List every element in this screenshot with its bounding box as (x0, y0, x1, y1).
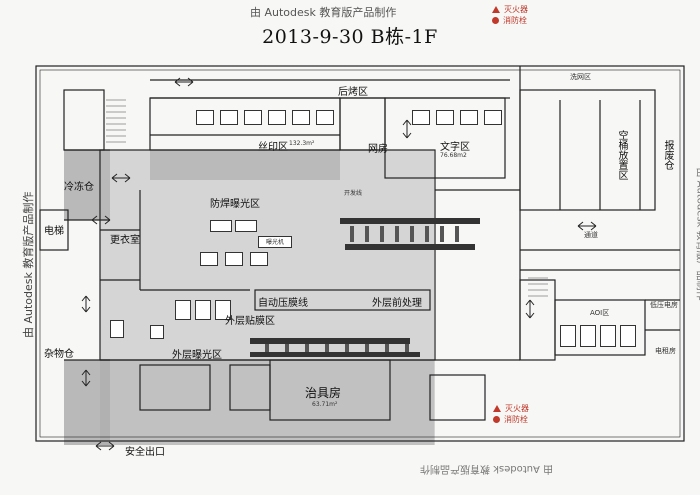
zone-sundry: 杂物仓 (44, 349, 74, 360)
zone-dev-line: 开发线 (344, 190, 363, 197)
zone-auto-laminate: 自动压膜线 (258, 298, 308, 309)
silk-machine-3 (244, 110, 262, 125)
zone-silk-area: 132.3m² (289, 140, 315, 147)
text-machine-4 (484, 110, 502, 125)
zone-changing-room: 更衣室 (110, 235, 140, 246)
watermark-top: 由 Autodesk 教育版产品制作 (250, 6, 397, 19)
zone-wash-net: 洗网区 (570, 73, 591, 81)
zone-elevator: 电梯 (44, 226, 64, 237)
zone-bake: 后烤区 (338, 87, 368, 98)
outer-exposure-machine-2 (110, 320, 124, 338)
zone-scrap: 报废仓 (662, 140, 673, 170)
zone-outer-film: 外层贴膜区 (225, 316, 275, 327)
production-zone-shade (100, 150, 434, 445)
text-machine-3 (460, 110, 478, 125)
zone-freezer: 冷冻仓 (64, 182, 94, 193)
text-machine-2 (436, 110, 454, 125)
zone-text-area: 76.68m2 (440, 152, 467, 159)
bottom-strip-shade (100, 360, 435, 445)
zone-power-room: 电租房 (655, 347, 676, 355)
zone-jig-room: 治具房 (305, 386, 342, 400)
zone-safety-exit: 安全出口 (125, 447, 165, 458)
silk-machine-1 (196, 110, 214, 125)
solder-exposure-machine-5 (250, 252, 268, 266)
fire-extinguisher-icon (492, 6, 500, 13)
solder-exposure-machine-4 (225, 252, 243, 266)
hydrant-icon (493, 416, 500, 423)
zone-jig-area: 63.71m² (312, 401, 338, 408)
fire-extinguisher-icon (493, 405, 501, 412)
legend-top: 灭火器 消防栓 (492, 4, 528, 26)
film-machine-2 (195, 300, 211, 320)
legend-hydrant-label: 消防栓 (504, 415, 528, 424)
aoi-machine-3 (600, 325, 616, 347)
aoi-machine-1 (560, 325, 576, 347)
exposure-machine: 曝光机 (258, 236, 292, 248)
silk-machine-6 (316, 110, 334, 125)
legend-fire-ext-label: 灭火器 (505, 404, 529, 413)
zone-net: 网房 (368, 144, 388, 155)
silk-machine-5 (292, 110, 310, 125)
solder-exposure-machine-3 (200, 252, 218, 266)
aoi-machine-4 (620, 325, 636, 347)
zone-text: 文字区 (440, 142, 470, 153)
zone-silk: 丝印区 (258, 142, 288, 153)
text-machine-1 (412, 110, 430, 125)
solder-exposure-machine-1 (210, 220, 232, 232)
zone-aisle: 通道 (584, 231, 598, 239)
outer-exposure-machine-1 (150, 325, 164, 339)
legend-fire-ext-label: 灭火器 (504, 5, 528, 14)
zone-outer-pretreat: 外层前处理 (372, 298, 422, 309)
legend-bottom: 灭火器 消防栓 (493, 403, 529, 425)
solder-exposure-machine-2 (235, 220, 257, 232)
zone-empty-bucket: 空桶放置区 (616, 130, 627, 180)
silk-machine-2 (220, 110, 238, 125)
silk-lower-shade (150, 150, 340, 180)
zone-low-voltage: 低压电房 (650, 301, 678, 309)
film-machine-1 (175, 300, 191, 320)
zone-solder-exposure: 防焊曝光区 (210, 199, 260, 210)
aoi-machine-2 (580, 325, 596, 347)
zone-outer-exposure: 外层曝光区 (172, 350, 222, 361)
hydrant-icon (492, 17, 499, 24)
film-machine-3 (215, 300, 231, 320)
plan-title: 2013-9-30 B栋-1F (262, 26, 438, 48)
legend-hydrant-label: 消防栓 (503, 16, 527, 25)
zone-aoi: AOI区 (590, 309, 610, 317)
silk-machine-4 (268, 110, 286, 125)
